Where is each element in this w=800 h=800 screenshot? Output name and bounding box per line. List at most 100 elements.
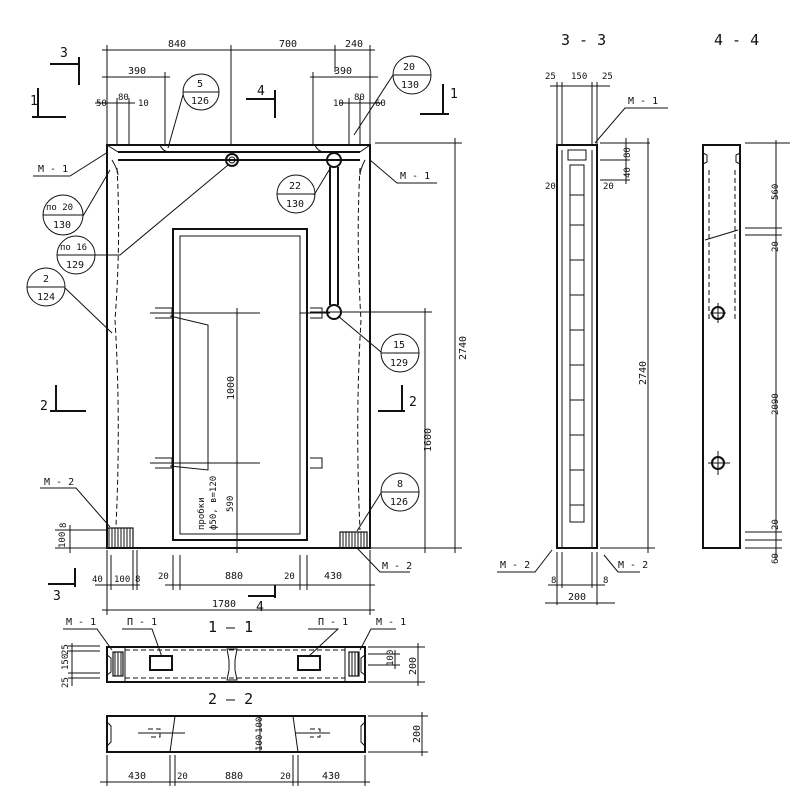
dim-25-left: 25 bbox=[545, 72, 556, 82]
svg-text:130: 130 bbox=[286, 199, 304, 210]
label-m2-right: М - 2 bbox=[382, 561, 412, 572]
balloon-2-124: 2 124 bbox=[26, 267, 113, 334]
section-mark-3-bottom: 3 bbox=[53, 589, 61, 604]
section-mark-1-right: 1 bbox=[450, 87, 458, 102]
right-dimensions: 2740 1600 bbox=[310, 138, 469, 553]
label-m1: М - 1 bbox=[628, 96, 658, 107]
plugs-note-title: пробки bbox=[196, 497, 207, 530]
dim-8-right: 8 bbox=[603, 576, 608, 586]
svg-text:по 20: по 20 bbox=[46, 203, 73, 213]
section-4-4: 4 - 4 560 20 2090 20 60 bbox=[702, 31, 790, 564]
dim-560: 560 bbox=[771, 184, 781, 200]
dim-10-right: 10 bbox=[333, 99, 344, 109]
dim-880: 880 bbox=[225, 571, 243, 582]
section-mark-1-left: 1 bbox=[30, 94, 38, 109]
label-m1-left: М - 1 bbox=[38, 164, 68, 175]
dim-80-right: 80 bbox=[354, 93, 365, 103]
balloon-po16-129: по 16 129 bbox=[56, 164, 229, 275]
dim-40: 40 bbox=[623, 167, 633, 178]
part-labels: М - 1 М - 1 М - 2 М - 2 bbox=[33, 151, 437, 573]
wooden-plugs bbox=[150, 307, 330, 469]
dim-60: 60 bbox=[375, 99, 386, 109]
section-1-1-title: 1 — 1 bbox=[208, 618, 253, 636]
bottom-dimensions: 40 100 8 20 880 20 430 1780 100 8 bbox=[55, 523, 375, 615]
dim-8-bottom: 8 bbox=[135, 575, 140, 585]
svg-text:20: 20 bbox=[403, 62, 415, 73]
dim-880: 880 bbox=[225, 771, 243, 782]
section-1-1: 1 — 1 М - 1 П - 1 П - 1 М - 1 25 150 25 … bbox=[61, 617, 425, 688]
label-p1-left: П - 1 bbox=[127, 617, 157, 628]
dim-390-left: 390 bbox=[128, 66, 146, 77]
section-mark-2-right: 2 bbox=[409, 395, 417, 410]
dim-150: 150 bbox=[61, 654, 71, 670]
dim-20-left: 20 bbox=[177, 772, 188, 782]
dim-20-right: 20 bbox=[280, 772, 291, 782]
dim-1000: 1000 bbox=[226, 376, 237, 400]
section-2-2-title: 2 — 2 bbox=[208, 690, 253, 708]
dim-430-right: 430 bbox=[322, 771, 340, 782]
dim-20-left: 20 bbox=[545, 182, 556, 192]
balloon-8-126: 8 126 bbox=[356, 472, 420, 532]
svg-text:по 16: по 16 bbox=[60, 243, 87, 253]
dim-2740: 2740 bbox=[638, 361, 649, 385]
dim-700: 700 bbox=[279, 39, 297, 50]
balloon-5-126: 5 130 126 bbox=[167, 73, 220, 149]
dim-20-lower: 20 bbox=[771, 519, 781, 530]
dim-100-upper: 100 bbox=[255, 717, 265, 733]
section-4-4-title: 4 - 4 bbox=[714, 31, 759, 49]
dim-100-lower: 100 bbox=[255, 735, 265, 751]
inner-dimensions: 1000 590 пробки ф50, в=120 bbox=[169, 308, 238, 553]
section-3-3-title: 3 - 3 bbox=[561, 31, 606, 49]
dim-2090: 2090 bbox=[771, 393, 781, 415]
balloon-22-130: 22 130 bbox=[276, 166, 332, 214]
section-mark-4-top: 4 bbox=[257, 84, 265, 99]
section-2-2: 2 — 2 100 100 200 430 20 880 20 430 bbox=[100, 690, 428, 786]
callout-balloons: 5 130 126 20 130 22 130 по 20 130 bbox=[26, 55, 432, 532]
svg-text:8: 8 bbox=[397, 479, 403, 490]
dim-8-left: 8 bbox=[551, 576, 556, 586]
dim-8-left: 8 bbox=[59, 523, 69, 528]
dim-430: 430 bbox=[324, 571, 342, 582]
dim-390-right: 390 bbox=[334, 66, 352, 77]
dim-240: 240 bbox=[345, 39, 363, 50]
section-mark-4-bottom: 4 bbox=[256, 600, 264, 615]
section-marks: 3 1 4 1 2 2 3 4 bbox=[30, 46, 458, 615]
dim-25-top: 25 bbox=[61, 644, 71, 655]
dim-20-upper: 20 bbox=[771, 241, 781, 252]
label-m1-left: М - 1 bbox=[66, 617, 96, 628]
label-m1-right: М - 1 bbox=[400, 171, 430, 182]
label-m1-right: М - 1 bbox=[376, 617, 406, 628]
label-m2-left: М - 2 bbox=[500, 560, 530, 571]
label-m2-left: М - 2 bbox=[44, 477, 74, 488]
svg-text:124: 124 bbox=[37, 292, 55, 303]
top-dimensions: 840 700 240 390 390 50 80 10 10 80 60 bbox=[95, 39, 386, 145]
balloon-20-130: 20 130 bbox=[353, 55, 432, 136]
dim-590: 590 bbox=[226, 496, 236, 512]
plugs-note-size: ф50, в=120 bbox=[209, 476, 219, 530]
dim-200: 200 bbox=[408, 657, 419, 675]
dim-20-left: 20 bbox=[158, 572, 169, 582]
dim-200: 200 bbox=[412, 725, 423, 743]
dim-25-bottom: 25 bbox=[61, 677, 71, 688]
svg-text:130: 130 bbox=[401, 80, 419, 91]
dim-25-right: 25 bbox=[602, 72, 613, 82]
label-m2-right: М - 2 bbox=[618, 560, 648, 571]
dim-2740: 2740 bbox=[458, 336, 469, 360]
dim-40: 40 bbox=[92, 575, 103, 585]
dim-200: 200 bbox=[568, 592, 586, 603]
elevation-view: 840 700 240 390 390 50 80 10 10 80 60 27… bbox=[26, 39, 469, 615]
section-mark-2-left: 2 bbox=[40, 399, 48, 414]
dim-430-left: 430 bbox=[128, 771, 146, 782]
column-core-bulges bbox=[569, 164, 585, 523]
balloon-po20-130: по 20 130 bbox=[42, 169, 111, 236]
dim-10-left: 10 bbox=[138, 99, 149, 109]
svg-text:130: 130 bbox=[53, 220, 71, 231]
dim-60: 60 bbox=[771, 553, 781, 564]
dim-100-bottom: 100 bbox=[114, 575, 130, 585]
section-3-3: 3 - 3 25 150 25 М - 1 80 40 20 20 2740 М… bbox=[497, 31, 668, 605]
dim-100: 100 bbox=[386, 650, 396, 666]
holes bbox=[708, 303, 730, 475]
dim-20-right: 20 bbox=[284, 572, 295, 582]
dim-1780: 1780 bbox=[212, 599, 236, 610]
